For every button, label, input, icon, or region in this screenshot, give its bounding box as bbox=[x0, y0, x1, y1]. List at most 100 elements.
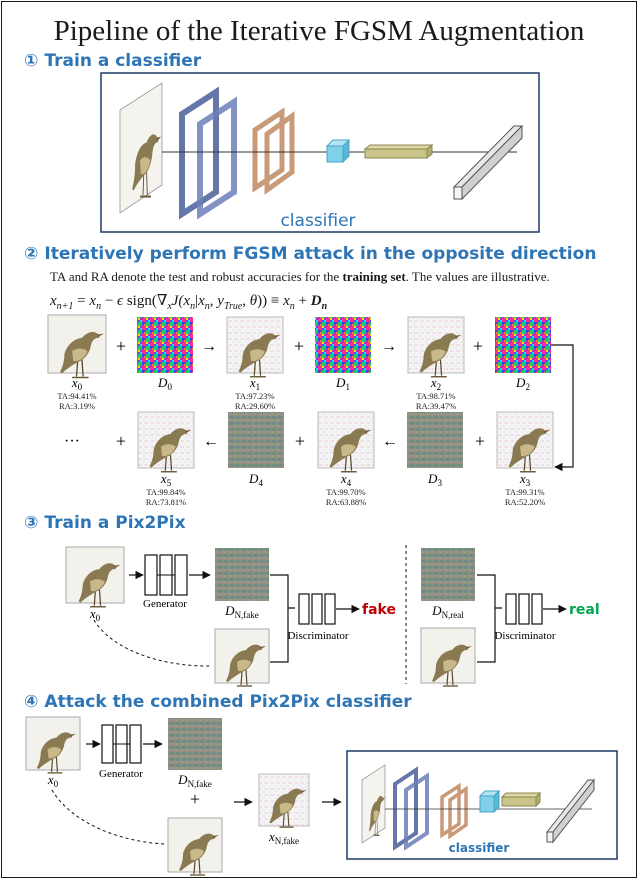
s4-dfake-image bbox=[168, 718, 222, 770]
figure-title: Pipeline of the Iterative FGSM Augmentat… bbox=[54, 15, 585, 47]
ta-x4: TA:99.70% bbox=[326, 487, 365, 497]
s3-discriminator-fake bbox=[298, 593, 336, 625]
s4-xfake-image bbox=[258, 773, 310, 828]
s4-conv-brown bbox=[440, 782, 468, 840]
noise-d1 bbox=[315, 317, 371, 373]
s3-discriminator-real bbox=[505, 593, 543, 625]
noise-d3 bbox=[407, 412, 463, 468]
s4-output bbox=[545, 778, 596, 844]
conv-layer-blue bbox=[179, 86, 237, 220]
image-x0 bbox=[47, 314, 107, 379]
s3-x0-copy bbox=[214, 628, 270, 687]
ra-x0: RA:3.19% bbox=[59, 401, 95, 411]
s4-classifier-frame bbox=[346, 750, 618, 860]
label-x4: x4 bbox=[340, 471, 352, 488]
label-x2: x2 bbox=[430, 375, 441, 392]
s3-x0-real bbox=[420, 627, 476, 687]
label-d2: D2 bbox=[515, 375, 530, 392]
s4-dashed-link bbox=[51, 789, 166, 845]
image-x2 bbox=[407, 316, 465, 378]
label-d0: D0 bbox=[157, 375, 172, 392]
s3-dreal-image bbox=[421, 548, 475, 601]
plus-sign: + bbox=[473, 336, 483, 356]
dense-block bbox=[363, 143, 434, 160]
step-1-label: Train a classifier bbox=[44, 51, 201, 71]
step-2-heading: ② Iteratively perform FGSM attack in the … bbox=[24, 244, 596, 264]
classifier-frame bbox=[100, 72, 540, 233]
s4-label-x0: x0 bbox=[47, 772, 59, 789]
step-1-heading: ① Train a classifier bbox=[24, 51, 202, 71]
output-layer bbox=[452, 124, 524, 201]
s4-generator-label: Generator bbox=[99, 768, 143, 780]
step-3-label: Train a Pix2Pix bbox=[44, 513, 185, 533]
classifier-label: classifier bbox=[280, 211, 355, 231]
step-3-heading: ③ Train a Pix2Pix bbox=[24, 513, 186, 533]
label-x0: x0 bbox=[71, 375, 83, 392]
s4-dense bbox=[500, 791, 542, 808]
right-arrow: → bbox=[201, 338, 217, 355]
step-4-number: ④ bbox=[24, 692, 38, 712]
s3-generator-label: Generator bbox=[143, 598, 187, 610]
s3-discriminator-label-fake: Discriminator bbox=[287, 630, 348, 642]
fake-label: fake bbox=[362, 602, 396, 618]
s4-label-xfake: xN,fake bbox=[268, 829, 299, 846]
plus-sign: + bbox=[475, 431, 485, 451]
label-d3: D3 bbox=[427, 471, 442, 488]
plus-sign: + bbox=[295, 431, 305, 451]
plus-sign: + bbox=[116, 336, 126, 356]
step-2-number: ② bbox=[24, 244, 38, 264]
ta-x3: TA:99.31% bbox=[505, 487, 544, 497]
s3-bracket-real bbox=[477, 574, 502, 663]
s3-input-x0 bbox=[65, 546, 125, 608]
real-label: real bbox=[569, 602, 600, 618]
image-x3 bbox=[496, 411, 554, 473]
ra-x3: RA:52.20% bbox=[505, 497, 545, 507]
label-x3: x3 bbox=[519, 471, 531, 488]
image-x4 bbox=[317, 411, 375, 473]
s3-label-dfake: DN,fake bbox=[224, 603, 259, 620]
s4-conv-blue bbox=[393, 766, 429, 851]
fgsm-equation: xn+1 = xn − ϵ sign(∇xJ(xn|xn, yTrue, θ))… bbox=[49, 293, 328, 312]
left-arrow: ← bbox=[203, 433, 219, 450]
conv-layer-brown bbox=[252, 107, 295, 195]
step-2-label: Iteratively perform FGSM attack in the o… bbox=[44, 244, 596, 264]
noise-d4 bbox=[228, 412, 284, 468]
ta-x1: TA:97.23% bbox=[235, 391, 274, 401]
image-x5 bbox=[137, 411, 195, 473]
s3-discriminator-label-real: Discriminator bbox=[494, 630, 555, 642]
ta-x5: TA:99.84% bbox=[146, 487, 185, 497]
label-x5: x5 bbox=[160, 471, 172, 488]
image-x1 bbox=[226, 316, 284, 378]
ellipsis: ··· bbox=[64, 433, 80, 450]
s4-classifier-label: classifier bbox=[449, 841, 510, 855]
s3-bracket-fake bbox=[270, 574, 295, 663]
ta-x0: TA:94.41% bbox=[57, 391, 96, 401]
s4-x0-copy bbox=[167, 817, 223, 876]
left-arrow: ← bbox=[382, 433, 398, 450]
step-4-label: Attack the combined Pix2Pix classifier bbox=[44, 692, 412, 712]
plus-sign: + bbox=[116, 431, 126, 451]
ra-x2: RA:39.47% bbox=[416, 401, 456, 411]
s3-dfake-image bbox=[215, 548, 269, 601]
s4-plus: + bbox=[190, 789, 200, 809]
s3-label-dreal: DN,real bbox=[431, 603, 464, 620]
ra-x5: RA:73.81% bbox=[146, 497, 186, 507]
s4-label-dfake: DN,fake bbox=[177, 772, 212, 789]
step-1-number: ① bbox=[24, 51, 38, 71]
s3-generator-block bbox=[144, 554, 188, 596]
label-x1: x1 bbox=[249, 375, 260, 392]
step-2-note: TA and RA denote the test and robust acc… bbox=[50, 269, 550, 284]
step-4-heading: ④ Attack the combined Pix2Pix classifier bbox=[24, 692, 412, 712]
ta-x2: TA:98.71% bbox=[416, 391, 455, 401]
s4-cube bbox=[478, 789, 501, 814]
s4-input-x0 bbox=[25, 716, 81, 774]
pooling-cube bbox=[325, 138, 351, 164]
plus-sign: + bbox=[294, 336, 304, 356]
label-d1: D1 bbox=[335, 375, 350, 392]
s4-input-plane bbox=[361, 764, 386, 844]
right-arrow: → bbox=[381, 338, 397, 355]
step-3-number: ③ bbox=[24, 513, 38, 533]
ra-x1: RA:29.60% bbox=[235, 401, 275, 411]
